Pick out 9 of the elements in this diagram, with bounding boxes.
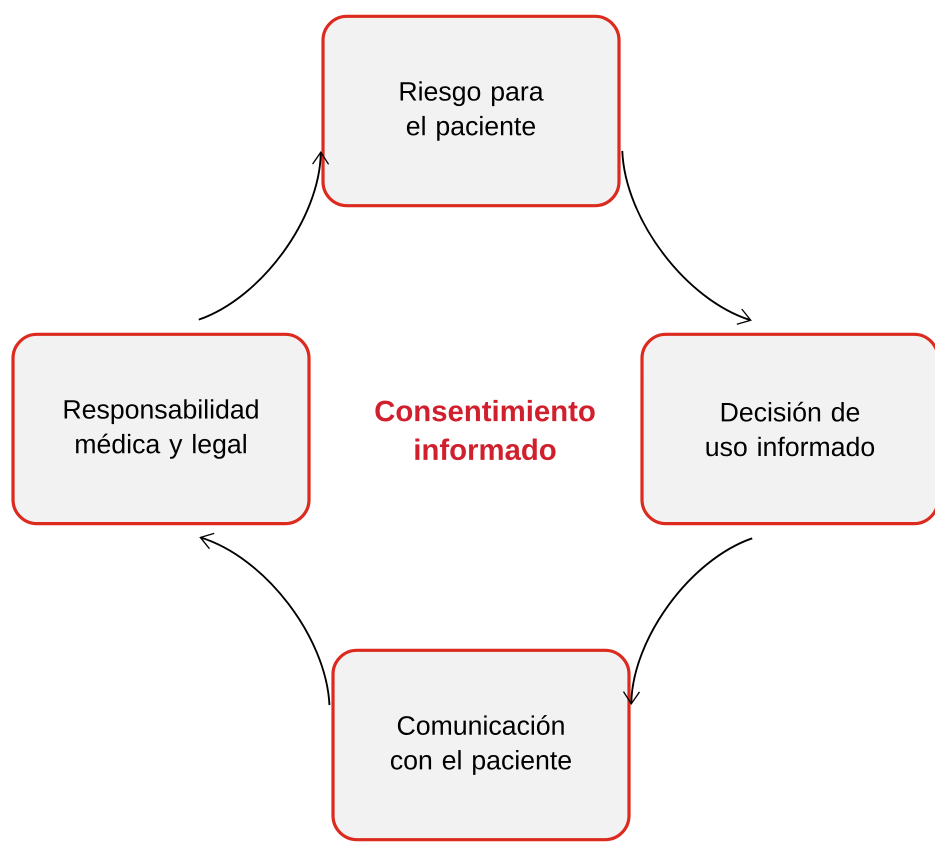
arrow [621, 150, 752, 325]
process-box: Decisión de uso informado [640, 332, 935, 526]
process-box: Comunicación con el paciente [331, 648, 631, 842]
process-box: Responsabilidad médica y legal [11, 332, 311, 526]
arrow [622, 537, 753, 705]
process-box: Riesgo para el paciente [321, 14, 621, 208]
arrow [198, 151, 330, 320]
center-label: Consentimiento informado [375, 400, 595, 460]
arrow [199, 532, 330, 706]
